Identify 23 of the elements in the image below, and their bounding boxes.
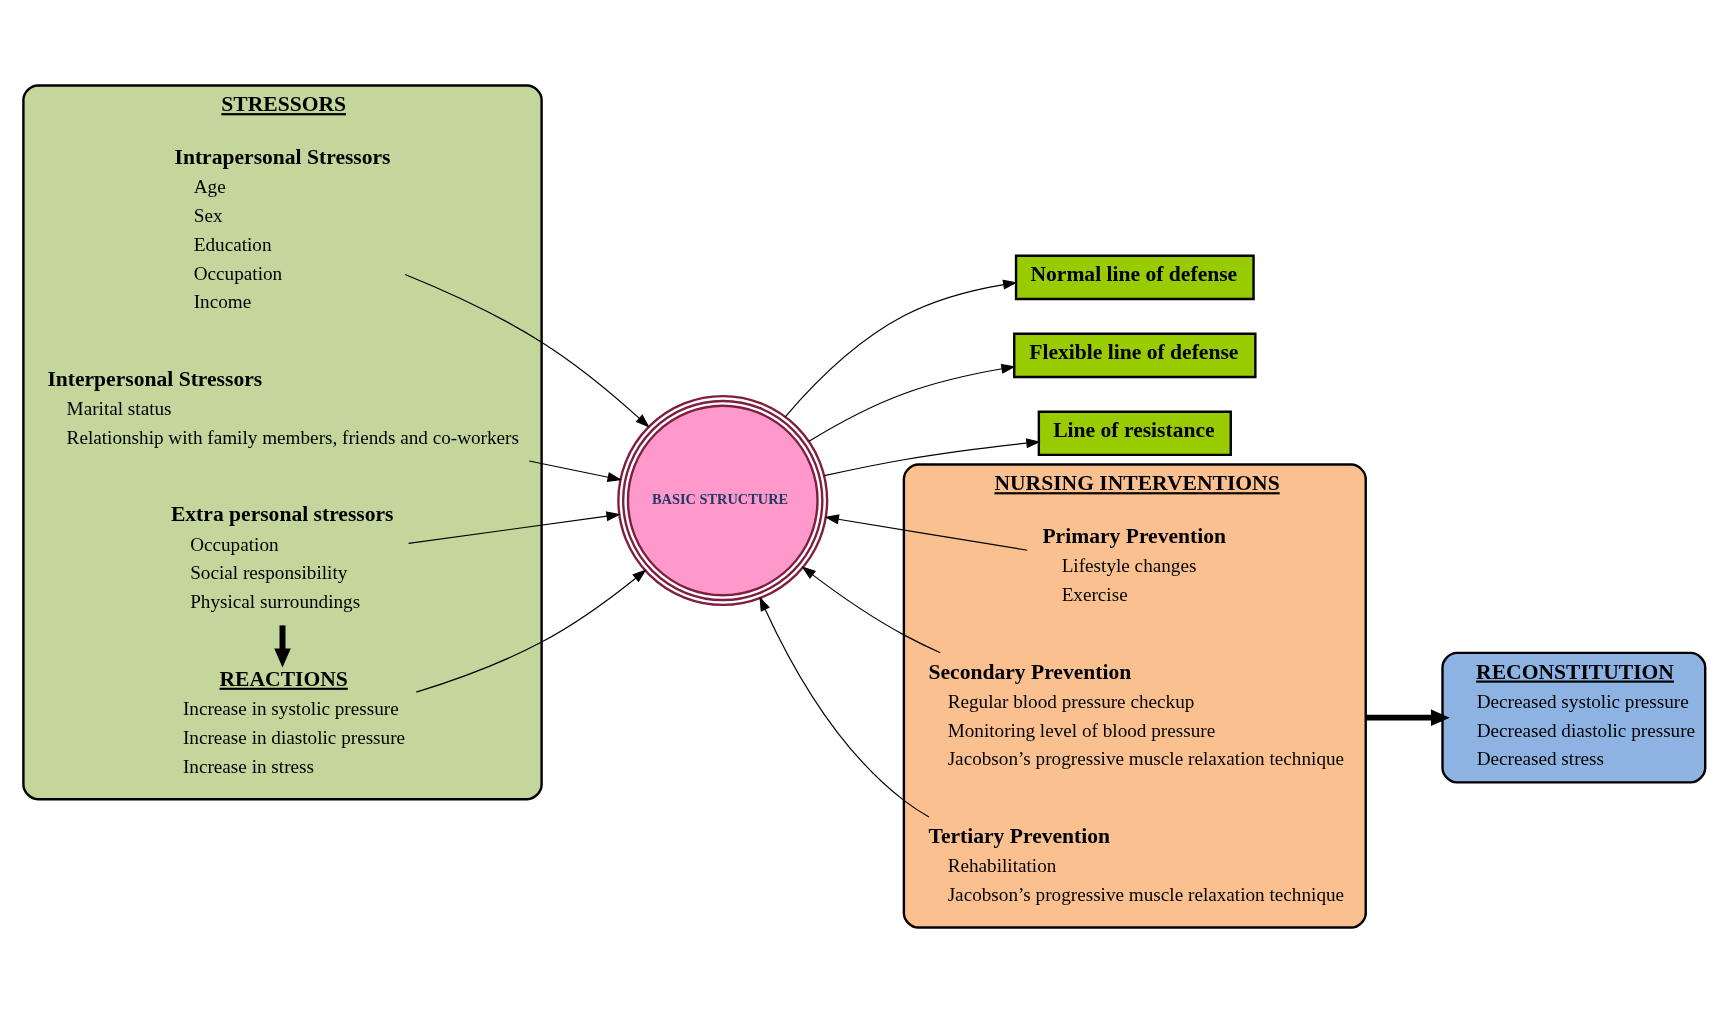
node-text: REACTIONS Increase in systolic pressure Increase in diastolic pressure Increase in stress [182,666,405,777]
node-text: Interpersonal Stressors Marital status Relationship with family members, friends and co-workers [46,366,519,448]
node-box: Line of resistance [1037,410,1232,457]
arrow [404,273,650,428]
arrow [807,363,1016,442]
arrow [758,596,930,818]
node-box: RECONSTITUTION Decreased systolic pressure Decreased diastolic pressure Decreased stress [1440,651,1706,784]
node-box: Flexible line of defense [1012,332,1257,379]
arrow [1365,709,1450,726]
node-box: Normal line of defense [1014,254,1255,301]
arrow [823,438,1041,477]
node-text: Extra personal stressors Occupation Social responsibility Physical surroundings [170,502,394,613]
arrow [823,514,1028,551]
node-text: Secondary Prevention Regular blood pressure checkup Monitoring level of blood pressure Jacobson’s progressive muscle relaxation technique [927,659,1344,770]
arrow [407,511,621,544]
arrow [801,566,941,654]
arrow [273,625,291,668]
arrow [415,569,647,693]
node-circle: BASIC STRUCTURE [616,394,828,607]
node-text: Intrapersonal Stressors Age Sex Education Occupation Income [174,144,391,313]
node-text: Primary Prevention Lifestyle changes Exercise [1041,523,1226,606]
arrow [784,279,1017,418]
node-text: Tertiary Prevention Rehabilitation Jacobson’s progressive muscle relaxation technique [927,823,1344,905]
